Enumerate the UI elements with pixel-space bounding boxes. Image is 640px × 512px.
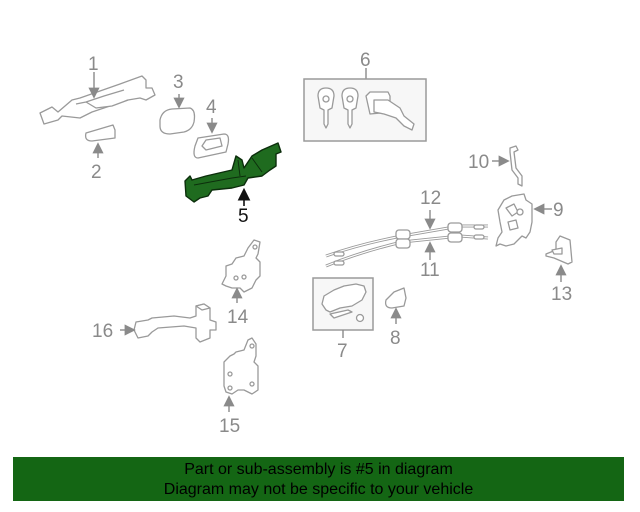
part-7-inside-handle[interactable]: 7 xyxy=(312,277,374,362)
callout-9: 9 xyxy=(553,200,564,221)
part-2-handle-pad[interactable]: 2 xyxy=(84,124,116,183)
callout-5: 5 xyxy=(238,206,249,227)
banner-line-2: Diagram may not be specific to your vehi… xyxy=(163,481,474,498)
callout-13: 13 xyxy=(551,284,572,305)
part-13-cover[interactable]: 13 xyxy=(545,235,573,305)
part-10-rod[interactable]: 10 xyxy=(468,145,523,187)
callout-2: 2 xyxy=(91,162,102,183)
callout-4: 4 xyxy=(206,97,217,118)
part-4-gasket[interactable]: 4 xyxy=(193,97,230,159)
callout-15: 15 xyxy=(219,416,240,437)
callout-8: 8 xyxy=(390,328,401,349)
banner-line-1: Part or sub-assembly is #5 in diagram xyxy=(184,461,453,478)
callout-1: 1 xyxy=(88,54,99,75)
part-14-upper-hinge[interactable]: 14 xyxy=(221,239,261,328)
info-banner: Part or sub-assembly is #5 in diagram Di… xyxy=(13,457,624,501)
callout-10: 10 xyxy=(468,152,489,173)
part-16-door-check[interactable]: 16 xyxy=(92,303,217,343)
part-6-lock-cylinder-set[interactable]: 6 xyxy=(303,50,427,142)
callout-7: 7 xyxy=(337,341,348,362)
part-3-cap[interactable]: 3 xyxy=(159,72,196,135)
part-15-lower-hinge[interactable]: 15 xyxy=(219,337,259,437)
part-11-12-cables[interactable]: 12 11 xyxy=(325,188,489,281)
part-1-outside-handle[interactable]: 1 xyxy=(39,54,156,125)
part-8-bezel[interactable]: 8 xyxy=(384,287,407,349)
callout-12: 12 xyxy=(420,188,441,209)
part-5-handle-frame[interactable]: 5 xyxy=(184,142,282,227)
callout-16: 16 xyxy=(92,321,113,342)
callout-11: 11 xyxy=(420,260,440,281)
callout-14: 14 xyxy=(227,307,249,328)
callout-3: 3 xyxy=(173,72,184,93)
part-9-lock-assembly[interactable]: 9 xyxy=(495,193,564,247)
callout-6: 6 xyxy=(360,50,371,71)
